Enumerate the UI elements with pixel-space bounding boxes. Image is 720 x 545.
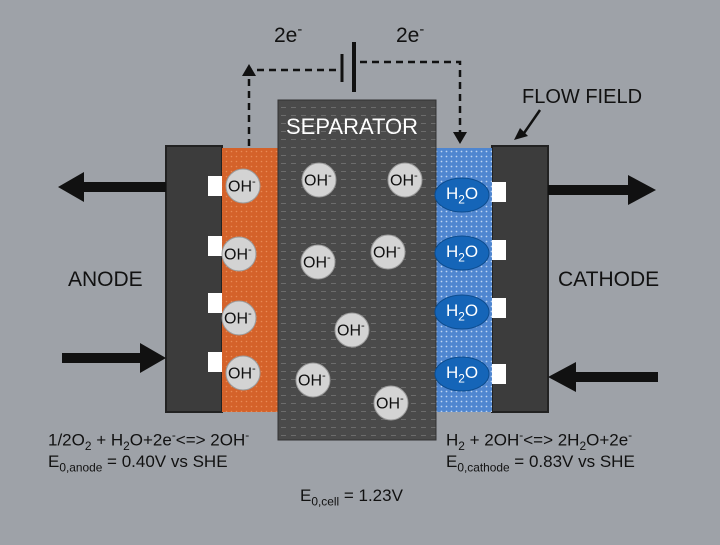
oh-ion-label: OH-	[224, 244, 252, 264]
electron-arrow-right	[453, 132, 467, 144]
oh-ion-label: OH-	[228, 176, 256, 196]
cell-potential: E0,cell = 1.23V	[300, 486, 403, 509]
h2o-label: H2O	[446, 301, 479, 324]
anode-reaction: 1/2O2 + H2O+2e-<=> 2OH-	[48, 428, 250, 454]
oh-ion-label: OH-	[228, 363, 256, 383]
oh-ion-label: OH-	[390, 170, 418, 190]
cathode-flow-channels	[492, 182, 506, 384]
anode-flow-channels	[208, 176, 222, 372]
anode-inlet-arrow	[62, 343, 166, 373]
oh-ion-label: OH-	[224, 308, 252, 328]
electron-label-right: 2e-	[396, 22, 425, 47]
oh-ion-label: OH-	[376, 393, 404, 413]
oh-ion-label: OH-	[373, 242, 401, 262]
h2o-molecules	[434, 177, 490, 392]
flow-field-pointer-head	[514, 128, 528, 140]
flow-field-label: FLOW FIELD	[522, 86, 643, 108]
cathode-outlet-arrow	[548, 175, 656, 205]
anode-potential: E0,anode = 0.40V vs SHE	[48, 452, 228, 475]
cathode-potential: E0,cathode = 0.83V vs SHE	[446, 452, 635, 475]
oh-ion-label: OH-	[304, 170, 332, 190]
flow-field-pointer	[520, 109, 542, 137]
anode-label: ANODE	[68, 268, 143, 291]
oh-ions	[221, 162, 423, 421]
h2o-label: H2O	[446, 242, 479, 265]
cathode-label: CATHODE	[558, 268, 660, 291]
cathode-reaction: H2 + 2OH-<=> 2H2O+2e-	[446, 428, 633, 454]
h2o-label: H2O	[446, 184, 479, 207]
separator-label: SEPARATOR	[286, 114, 419, 139]
electron-label-left: 2e-	[274, 22, 303, 47]
oh-ion-label: OH-	[337, 320, 365, 340]
cathode-inlet-arrow	[548, 362, 658, 392]
anode-outlet-arrow	[58, 172, 166, 202]
battery-icon	[340, 42, 356, 92]
oh-ion-label: OH-	[303, 252, 331, 272]
oh-ion-label: OH-	[298, 370, 326, 390]
electron-arrow-left	[242, 64, 256, 76]
h2o-label: H2O	[446, 363, 479, 386]
